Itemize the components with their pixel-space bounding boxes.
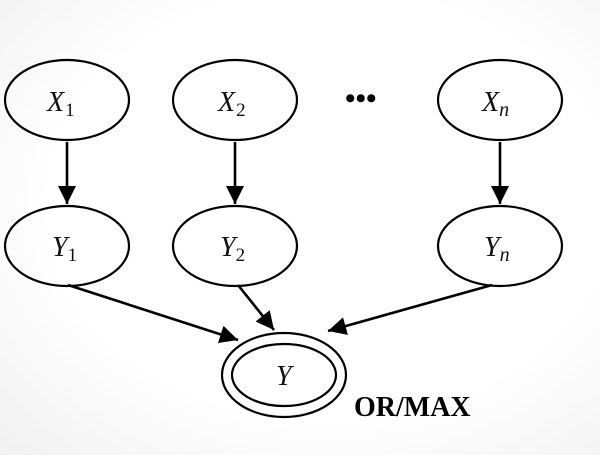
- node-y2-label: Y2: [220, 232, 245, 266]
- edge-yn-y: [327, 283, 493, 335]
- ellipsis: •••: [345, 82, 377, 115]
- or-max-annotation: OR/MAX: [354, 392, 471, 423]
- node-y2: Y2: [171, 204, 299, 288]
- node-y1-label: Y1: [52, 232, 77, 266]
- node-x2-label: X2: [217, 87, 246, 121]
- edge-y1-y: [67, 283, 239, 344]
- node-xn: Xn: [436, 58, 564, 142]
- edge-y2-y: [236, 284, 276, 331]
- node-yn: Yn: [436, 204, 564, 288]
- node-yn-label: Yn: [484, 232, 510, 266]
- node-yn-ellipse: [436, 204, 564, 288]
- node-x1: X1: [3, 58, 131, 142]
- node-x2: X2: [171, 58, 299, 142]
- node-xn-ellipse: [436, 58, 564, 142]
- node-y-label: Y: [276, 361, 295, 392]
- node-x1-ellipse: [3, 58, 131, 142]
- edges: [57, 142, 510, 344]
- node-xn-label: Xn: [481, 87, 509, 121]
- node-y1-ellipse: [3, 204, 131, 288]
- node-y-outer-ellipse: [220, 331, 348, 419]
- node-x1-label: X1: [46, 87, 75, 121]
- node-x2-ellipse: [171, 58, 299, 142]
- node-y1: Y1: [3, 204, 131, 288]
- node-y2-ellipse: [171, 204, 299, 288]
- node-y: Y: [220, 331, 348, 419]
- node-y-inner-ellipse: [230, 342, 338, 408]
